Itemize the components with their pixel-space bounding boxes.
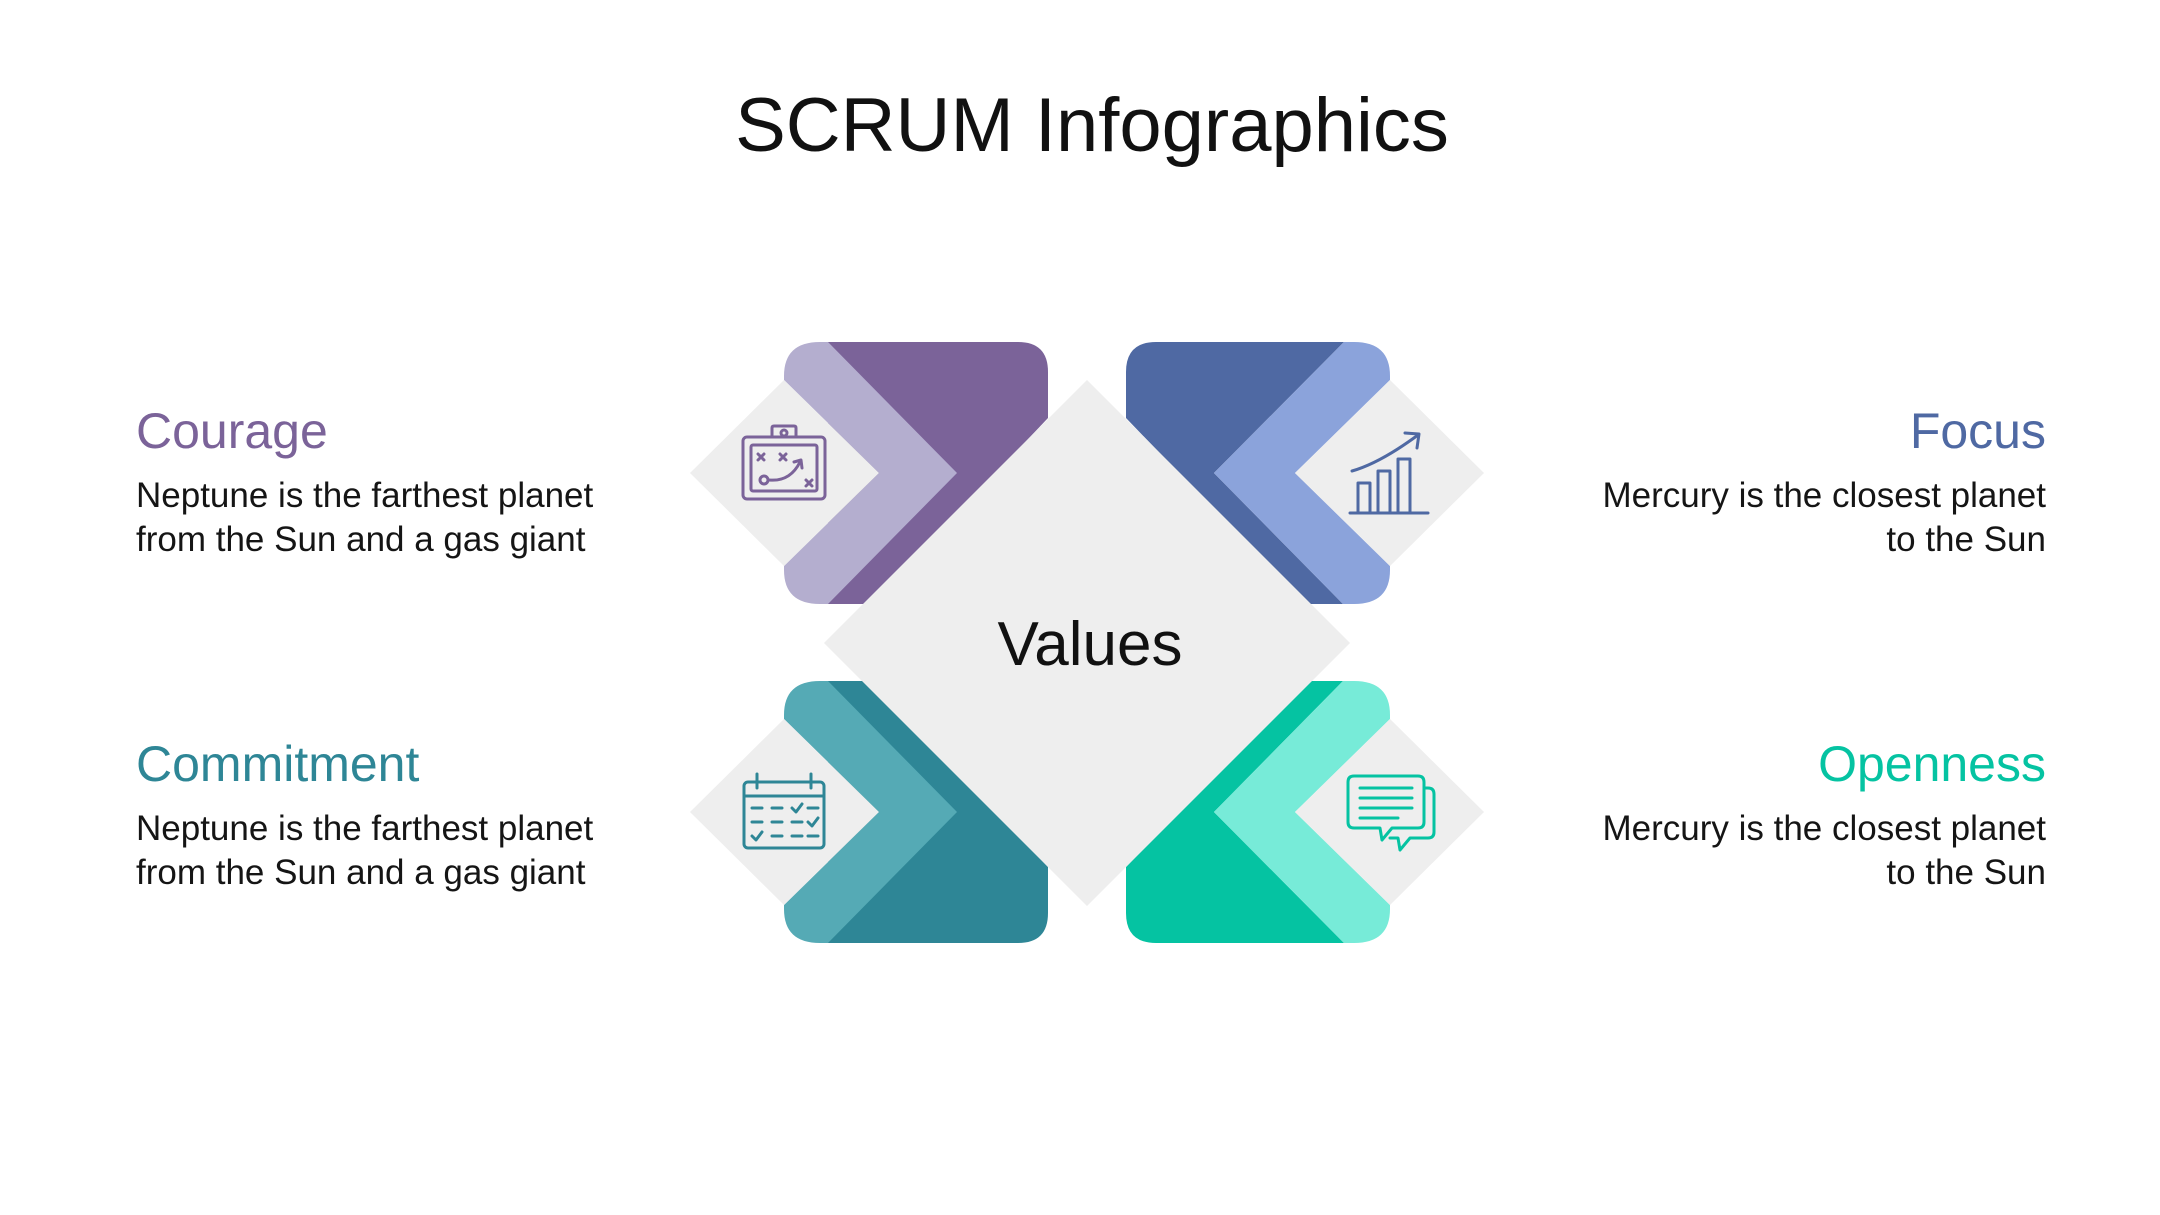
value-description: Mercury is the closest planet to the Sun: [1526, 807, 2046, 895]
value-description: Neptune is the farthest planet from the …: [136, 807, 656, 895]
value-heading: Commitment: [136, 736, 420, 792]
value-heading: Focus: [1909, 403, 2046, 459]
openness-block-dark: [1126, 681, 1344, 943]
center-label: Values: [997, 610, 1183, 679]
focus-block-light: [1214, 342, 1390, 604]
commitment-block: [690, 681, 1048, 943]
calendar-icon: [742, 772, 826, 850]
value-description-line: from the Sun and a gas giant: [136, 853, 586, 892]
value-heading: Courage: [136, 403, 328, 459]
focus-block-dark: [1126, 342, 1344, 604]
value-description-line: Neptune is the farthest planet: [136, 809, 594, 848]
value-description-line: Mercury is the closest planet: [1602, 809, 2046, 848]
chat-bubbles-icon: [1346, 774, 1436, 852]
value-description-line: to the Sun: [1886, 520, 2046, 559]
openness-block-light: [1214, 681, 1390, 943]
growth-chart-icon: [1348, 431, 1430, 515]
value-description-line: to the Sun: [1886, 853, 2046, 892]
value-courage: Courage Neptune is the farthest planet f…: [136, 398, 656, 562]
value-description-line: from the Sun and a gas giant: [136, 520, 586, 559]
openness-block: [1126, 681, 1484, 943]
center-diamond: [824, 380, 1350, 906]
commitment-block-light: [784, 681, 957, 943]
value-openness: Openness Mercury is the closest planet t…: [1526, 731, 2046, 895]
value-description: Mercury is the closest planet to the Sun: [1526, 474, 2046, 562]
value-description-line: Mercury is the closest planet: [1602, 476, 2046, 515]
value-heading: Openness: [1818, 736, 2046, 792]
value-description-line: Neptune is the farthest planet: [136, 476, 594, 515]
commitment-icon-diamond: [690, 719, 879, 905]
value-commitment: Commitment Neptune is the farthest plane…: [136, 731, 656, 895]
page-title: SCRUM Infographics: [735, 83, 1449, 168]
strategy-board-icon: [741, 424, 827, 501]
value-description: Neptune is the farthest planet from the …: [136, 474, 656, 562]
value-focus: Focus Mercury is the closest planet to t…: [1526, 398, 2046, 562]
courage-block: [690, 342, 1048, 604]
courage-icon-diamond: [690, 380, 879, 566]
openness-icon-diamond: [1295, 719, 1484, 905]
courage-block-light: [784, 342, 957, 604]
